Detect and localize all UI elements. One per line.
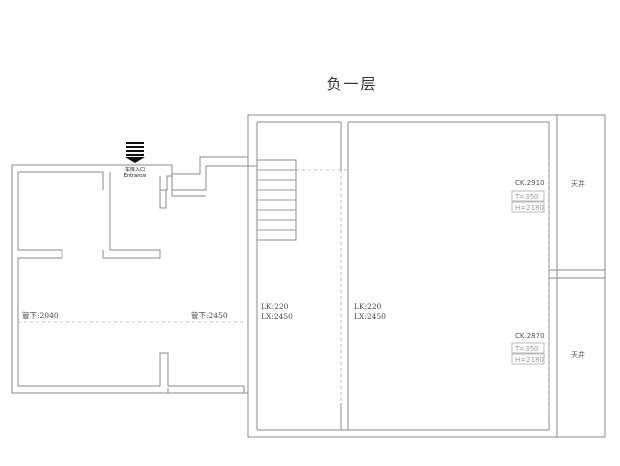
main-block-walls	[247, 114, 606, 438]
mid-room-lk: LK:220	[261, 302, 289, 311]
window-h: H=2180	[515, 356, 544, 364]
window-t: T=350	[514, 345, 539, 353]
pipe-height-left: 管下:2040	[22, 310, 59, 320]
light-well-label: 天井	[571, 350, 585, 359]
window-code: CK.2910	[515, 179, 545, 187]
entrance-label-en: Entrance	[124, 173, 146, 179]
window-t: T=350	[514, 193, 539, 201]
left-wing-walls	[11, 115, 258, 437]
window-tag-1: CK.2910 T=350 H=2180	[511, 179, 545, 213]
right-room-lk: LK:220	[354, 302, 382, 311]
down-arrow-stack-icon	[125, 142, 145, 163]
mid-room-lx: LX:2450	[261, 312, 293, 321]
right-room-lx: LX:2450	[354, 312, 386, 321]
staircase	[256, 159, 297, 241]
floor-title: 负一层	[326, 75, 377, 93]
window-code: CK.2870	[515, 332, 545, 340]
entrance-label-cn: 车库入口	[125, 166, 145, 173]
window-h: H=2180	[515, 204, 544, 212]
entrance-marker[interactable]: 车库入口 Entrance	[124, 142, 146, 179]
window-tag-2: CK.2870 T=350 H=2180	[511, 332, 545, 365]
light-well-label: 天井	[571, 179, 585, 188]
pipe-height-right: 管下:2450	[191, 310, 228, 320]
